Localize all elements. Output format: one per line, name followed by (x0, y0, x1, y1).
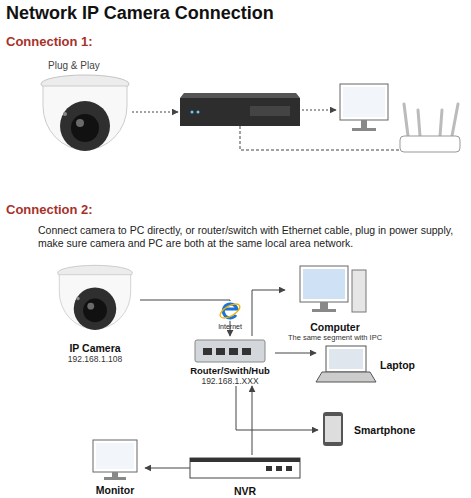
connection-arrow (132, 112, 178, 113)
monitor-screen (96, 443, 134, 469)
nvr-top (190, 458, 300, 462)
computer-node: ComputerThe same segment with IPC (285, 262, 385, 342)
device-detail: 192.168.1.XXX (201, 376, 258, 386)
device-label: Computer (310, 321, 360, 333)
device-label: IP Camera (69, 342, 120, 354)
laptop-display (329, 349, 363, 369)
dome-camera (58, 265, 133, 330)
diagram-title: Network IP Camera Connection (6, 3, 274, 24)
monitor-base (104, 477, 126, 480)
computer-stand (320, 302, 328, 309)
nvr-led (197, 111, 200, 114)
internet-icon-ring (218, 301, 242, 321)
computer-tower (352, 270, 366, 312)
router-antenna (440, 110, 442, 136)
monitor-frame (340, 84, 388, 120)
nvr-body (190, 458, 300, 478)
section-heading: Connection 2: (6, 202, 93, 217)
smartphone-node: Smartphone (318, 410, 430, 450)
laptop-node: Laptop (316, 344, 428, 386)
monitor-base (352, 128, 376, 131)
monitor-stand (112, 472, 118, 477)
nvr-led (191, 111, 194, 114)
internet-icon (223, 304, 237, 318)
device-detail: The same segment with IPC (288, 333, 382, 342)
laptop-base (316, 372, 376, 382)
nvr-node: NVR (190, 455, 300, 497)
network-line (240, 126, 400, 150)
router-antenna (452, 104, 458, 136)
connection-arrow (145, 468, 190, 469)
computer-monitor (300, 266, 348, 302)
connection-arrow (302, 110, 336, 111)
router-body (400, 136, 460, 152)
nvr-port (286, 466, 292, 471)
device-label: Smartphone (354, 424, 415, 436)
connection-arrow (140, 300, 230, 336)
nvr-port (266, 466, 272, 471)
smartphone-body (323, 412, 343, 446)
router-icon (195, 340, 265, 362)
dome-camera (41, 75, 129, 151)
router-port (242, 348, 251, 355)
connection-arrow (236, 386, 318, 430)
nvr-panel (250, 106, 290, 116)
device-label: Monitor (96, 484, 135, 496)
note-text: Plug & Play (48, 60, 100, 71)
connection-arrow (252, 290, 285, 336)
monitor-frame (93, 440, 137, 472)
device-detail: 192.168.1.108 (68, 354, 122, 364)
router-antenna (418, 110, 420, 136)
instruction-text: Connect camera to PC directly, or router… (38, 224, 468, 249)
nvr-body (180, 98, 300, 126)
edge-label: Internet (200, 323, 260, 330)
camera-node: IP Camera192.168.1.108 (50, 262, 140, 364)
router-port (229, 348, 238, 355)
router-node: Router/Swith/Hub192.168.1.XXX (185, 336, 275, 386)
connection-arrow (252, 386, 253, 455)
smartphone-screen (325, 416, 341, 442)
connection-arrow (275, 353, 316, 354)
monitor-screen (343, 87, 385, 117)
router-port (203, 348, 212, 355)
icon-background (220, 301, 240, 321)
monitor-node: Monitor (85, 438, 145, 496)
computer-screen (303, 269, 345, 299)
monitor-stand (361, 120, 367, 128)
nvr-port (276, 466, 282, 471)
computer-base (312, 309, 336, 312)
router-antenna (404, 104, 408, 136)
section-heading: Connection 1: (6, 34, 93, 49)
device-label: Router/Swith/Hub (190, 365, 270, 376)
nvr-top (180, 93, 300, 98)
router-port (216, 348, 225, 355)
device-label: NVR (234, 485, 256, 497)
laptop-screen (326, 346, 366, 372)
device-label: Laptop (380, 359, 415, 371)
